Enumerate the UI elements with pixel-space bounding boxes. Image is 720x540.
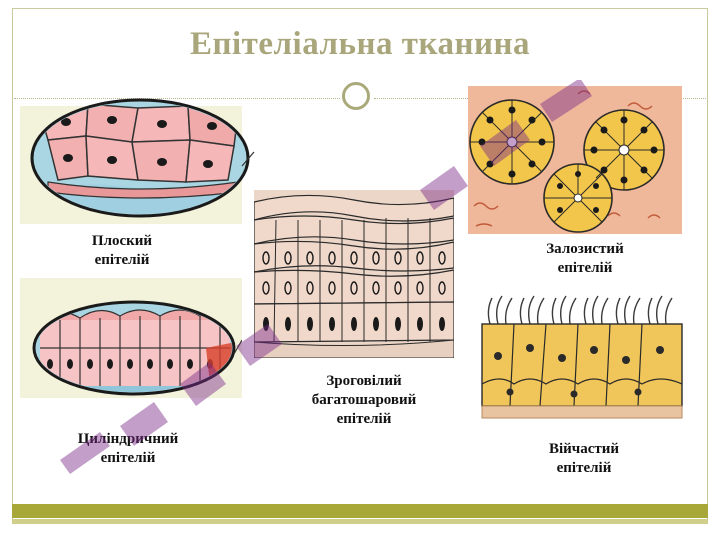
glandular-caption-line1: Залозистий xyxy=(546,241,624,257)
keratinized-caption-line3: епітелій xyxy=(336,411,392,427)
glandular-epithelium-image xyxy=(468,86,682,234)
slide-title: Епітеліальна тканина xyxy=(189,26,531,62)
cylindrical-caption-line1: Циліндричний xyxy=(77,431,179,447)
ciliated-caption-line2: епітелій xyxy=(556,460,612,476)
flat-epithelium-caption: Плоский епітелій xyxy=(62,232,182,270)
keratinized-epithelium-image xyxy=(254,190,454,358)
keratinized-epithelium-caption: Зроговілий багатошаровий епітелій xyxy=(284,372,444,429)
keratinized-caption-line1: Зроговілий xyxy=(326,373,402,389)
title-rule-left xyxy=(14,98,340,99)
flat-caption-line2: епітелій xyxy=(94,252,150,268)
ciliated-epithelium-caption: Війчастий епітелій xyxy=(514,440,654,478)
title-ornament-circle xyxy=(342,82,370,110)
footer-accent-bar xyxy=(12,504,708,518)
flat-caption-line1: Плоский xyxy=(91,233,153,249)
flat-epithelium-image xyxy=(30,98,255,218)
keratinized-caption-line2: багатошаровий xyxy=(311,392,417,408)
ciliated-caption-line1: Війчастий xyxy=(548,441,620,457)
ciliated-epithelium-image xyxy=(470,288,694,428)
cylindrical-caption-line2: епітелій xyxy=(100,450,156,466)
glandular-caption-line2: епітелій xyxy=(557,260,613,276)
glandular-epithelium-caption: Залозистий епітелій xyxy=(510,240,660,278)
cylindrical-epithelium-image xyxy=(32,300,242,396)
footer-accent-strip xyxy=(12,519,708,524)
cylindrical-epithelium-caption: Циліндричний епітелій xyxy=(48,430,208,468)
